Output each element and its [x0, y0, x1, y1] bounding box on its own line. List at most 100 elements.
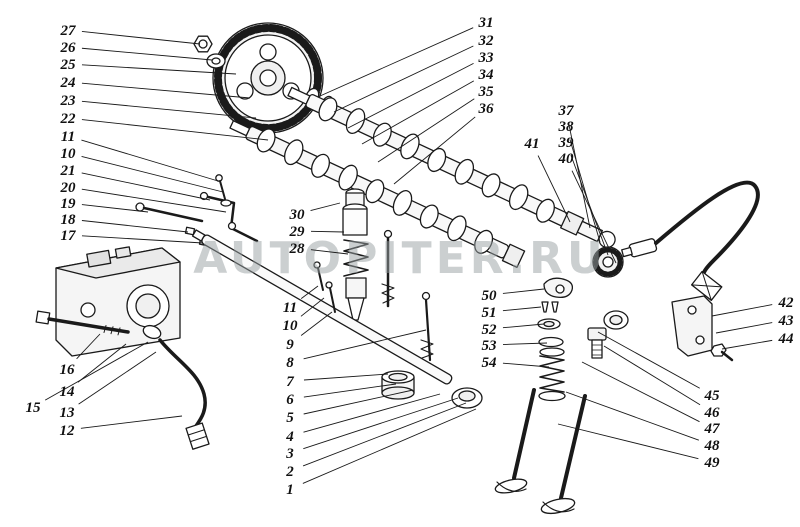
leader-line [361, 80, 475, 145]
hydraulic-support [587, 327, 607, 359]
leader-line [310, 202, 341, 211]
leader-line [303, 373, 389, 381]
leader-line [347, 63, 474, 129]
leader-line [302, 402, 467, 467]
part-number-label: 51 [482, 305, 497, 321]
leader-line [303, 389, 414, 415]
intake-valve [494, 388, 536, 494]
leader-line [569, 139, 601, 243]
part-number-label: 10 [283, 318, 299, 334]
part-number-label: 54 [482, 355, 498, 371]
leader-line [81, 139, 219, 182]
leader-line [78, 351, 157, 405]
leader-lines-layer [44, 27, 773, 484]
gear-washer [206, 53, 226, 69]
leader-line [302, 408, 477, 484]
leader-line [300, 311, 333, 336]
leader-line [81, 188, 227, 213]
leader-line [721, 339, 773, 350]
valve-seal-cap [451, 387, 483, 409]
leader-line [568, 123, 591, 229]
leader-line [319, 27, 474, 97]
leader-line [502, 362, 550, 368]
part-number-label: 50 [482, 288, 498, 304]
part-number-label: 3 [285, 446, 294, 462]
leader-line [557, 423, 699, 460]
part-number-label: 25 [60, 57, 77, 73]
part-number-label: 47 [704, 421, 721, 437]
exhaust-camshaft [229, 120, 526, 269]
part-number-label: 20 [60, 180, 77, 196]
part-number-label: 22 [60, 111, 77, 127]
oil-pipe-assembly [142, 324, 210, 450]
gear-nut [193, 35, 213, 53]
pipe-connector [185, 422, 210, 450]
valve-collets [541, 301, 559, 313]
part-number-label: 26 [60, 40, 77, 56]
chain-tensioner [342, 188, 369, 321]
part-number-label: 44 [778, 331, 795, 347]
part-number-label: 28 [289, 241, 306, 257]
leader-line [565, 391, 699, 441]
leader-line [303, 397, 459, 450]
leader-line [77, 343, 127, 383]
part-number-label: 4 [285, 429, 294, 445]
leader-line [81, 47, 213, 61]
leader-line [502, 288, 545, 294]
part-number-label: 40 [558, 151, 575, 167]
part-number-label: 45 [704, 388, 721, 404]
part-number-label: 53 [482, 338, 498, 354]
part-number-label: 21 [60, 163, 76, 179]
leader-line [377, 98, 475, 163]
part-number-label: 52 [482, 322, 498, 338]
rail-studs [313, 261, 434, 362]
leader-line [81, 31, 201, 45]
part-number-label: 7 [286, 374, 294, 390]
leader-line [81, 204, 149, 213]
part-number-label: 46 [704, 405, 721, 421]
bracket-bolt [710, 343, 734, 362]
leader-line [44, 341, 149, 401]
leader-line [537, 155, 571, 223]
leader-line [603, 345, 701, 406]
part-number-label: 10 [61, 146, 77, 162]
part-number-label: 29 [289, 224, 306, 240]
leader-line [502, 306, 542, 312]
part-number-label: 32 [478, 33, 495, 49]
leader-line [303, 393, 441, 433]
part-number-label: 5 [286, 410, 294, 426]
part-number-label: 41 [524, 136, 540, 152]
camshaft-gear [212, 22, 324, 134]
part-number-label: 43 [778, 313, 795, 329]
part-number-label: 38 [558, 119, 575, 135]
part-number-label: 35 [478, 84, 495, 100]
exhaust-valve [540, 394, 587, 515]
leader-line [81, 155, 224, 193]
leader-line [80, 415, 183, 429]
tensioner-stud [381, 229, 395, 308]
leader-line [393, 116, 476, 185]
valve-clamp [603, 310, 629, 330]
part-number-label: 36 [478, 101, 495, 117]
leader-line [571, 170, 617, 264]
sensor-connector [690, 270, 723, 301]
part-number-label: 14 [60, 384, 76, 400]
part-number-label: 17 [61, 228, 77, 244]
mounting-bolt-long [35, 310, 130, 336]
part-number-label: 48 [704, 438, 721, 454]
part-number-label: 13 [60, 405, 76, 421]
part-number-label: 42 [778, 295, 795, 311]
leader-line [81, 220, 189, 233]
leader-line [303, 383, 397, 398]
leader-line [333, 45, 474, 113]
leader-line [300, 297, 325, 317]
part-number-label: 31 [478, 15, 494, 31]
leader-line [502, 342, 548, 345]
labels-layer: 2726252423221110212019181716141315123132… [26, 15, 795, 498]
leader-line [303, 329, 427, 360]
leader-line [502, 323, 545, 329]
sensor-ring-gear [592, 246, 624, 278]
spring-seat [538, 336, 564, 348]
leader-line [81, 235, 204, 244]
